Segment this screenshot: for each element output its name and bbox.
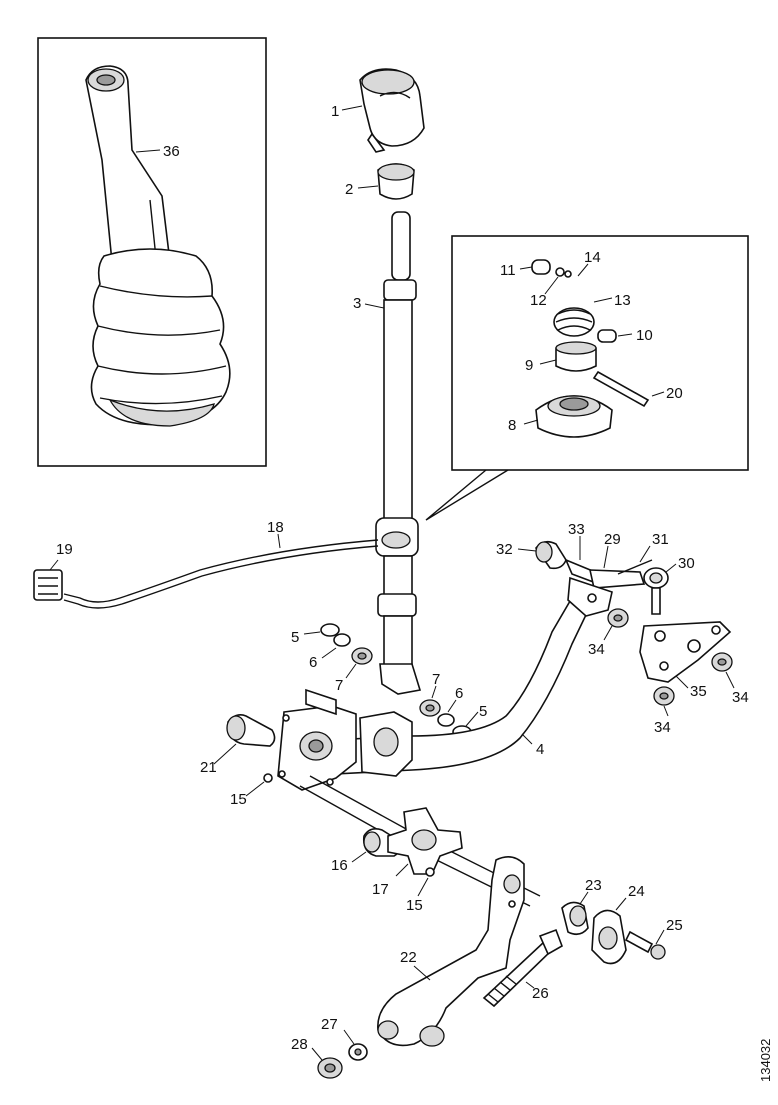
label-29: 29 bbox=[604, 531, 621, 548]
label-27: 27 bbox=[321, 1016, 338, 1033]
cross-plate: 17 15 bbox=[372, 807, 463, 914]
label-5b: 5 bbox=[479, 703, 487, 720]
label-34c: 34 bbox=[654, 719, 671, 736]
label-6b: 6 bbox=[455, 685, 463, 702]
label-8: 8 bbox=[508, 417, 516, 434]
label-31: 31 bbox=[652, 531, 669, 548]
label-34a: 34 bbox=[588, 641, 605, 658]
figure-code: 134032 bbox=[758, 1039, 773, 1082]
label-9: 9 bbox=[525, 357, 533, 374]
label-26: 26 bbox=[532, 985, 549, 1002]
label-10: 10 bbox=[636, 327, 653, 344]
label-18: 18 bbox=[267, 519, 284, 536]
fasteners-bottom: 27 28 bbox=[291, 1016, 368, 1079]
frame-tube: 4 bbox=[331, 582, 598, 775]
label-7a: 7 bbox=[335, 677, 343, 694]
fasteners-right: 7 6 5 bbox=[419, 671, 487, 739]
label-7b: 7 bbox=[432, 671, 440, 688]
label-36: 36 bbox=[163, 143, 180, 160]
fasteners-lower-right: 23 24 25 bbox=[561, 877, 683, 965]
label-6a: 6 bbox=[309, 654, 317, 671]
label-15a: 15 bbox=[230, 791, 247, 808]
bolt-26: 26 bbox=[482, 928, 563, 1008]
base-housing bbox=[277, 688, 413, 791]
label-12: 12 bbox=[530, 292, 547, 309]
lower-arm: 22 bbox=[377, 856, 525, 1047]
label-11: 11 bbox=[500, 262, 516, 279]
label-1: 1 bbox=[331, 103, 339, 120]
label-25: 25 bbox=[666, 917, 683, 934]
label-35: 35 bbox=[690, 683, 707, 700]
label-24: 24 bbox=[628, 883, 645, 900]
label-33: 33 bbox=[568, 521, 585, 538]
label-21: 21 bbox=[200, 759, 217, 776]
label-32: 32 bbox=[496, 541, 513, 558]
label-30: 30 bbox=[678, 555, 695, 572]
inset-lever-boot: 36 bbox=[37, 37, 267, 467]
inset-mechanism: 11 12 14 13 10 9 20 8 bbox=[425, 235, 749, 521]
label-34b: 34 bbox=[732, 689, 749, 706]
label-19: 19 bbox=[56, 541, 73, 558]
label-13: 13 bbox=[614, 292, 631, 309]
main-lever: 1 2 3 bbox=[331, 68, 425, 695]
label-17: 17 bbox=[372, 881, 389, 898]
inset-mechanism-frame bbox=[451, 235, 749, 471]
label-5a: 5 bbox=[291, 629, 299, 646]
label-28: 28 bbox=[291, 1036, 308, 1053]
label-15b: 15 bbox=[406, 897, 423, 914]
cable-assembly: 18 19 bbox=[33, 519, 379, 609]
label-20: 20 bbox=[666, 385, 683, 402]
label-16: 16 bbox=[331, 857, 348, 874]
label-4: 4 bbox=[536, 741, 544, 758]
fasteners-left: 5 6 7 bbox=[291, 623, 373, 694]
linkage-upper-right: 32 33 29 31 30 34 35 bbox=[496, 521, 749, 736]
label-23: 23 bbox=[585, 877, 602, 894]
label-3: 3 bbox=[353, 295, 361, 312]
label-2: 2 bbox=[345, 181, 353, 198]
label-22: 22 bbox=[400, 949, 417, 966]
label-14: 14 bbox=[584, 249, 601, 266]
